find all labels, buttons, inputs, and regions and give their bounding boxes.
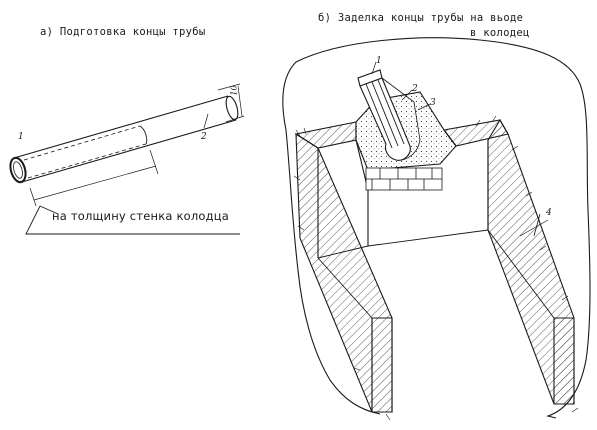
pipe-far-end — [225, 95, 239, 121]
dimension-lines — [29, 149, 159, 207]
panel-b-caption-line2: в колодец — [470, 27, 530, 39]
panel-a-drawing — [9, 83, 245, 235]
panel-b-drawing — [282, 37, 591, 421]
label-b-pipe: 1 — [376, 56, 382, 66]
label-b-concrete: 3 — [430, 98, 436, 108]
pipe-near-end — [9, 156, 27, 184]
pipe-entering — [359, 77, 411, 161]
label-a-pipe: 1 — [18, 132, 24, 142]
pipe-seal — [381, 77, 421, 161]
soil-outline — [282, 37, 591, 419]
label-a-coating: 2 — [201, 132, 207, 142]
brick-support — [365, 167, 443, 191]
coating-zone — [23, 125, 147, 179]
label-b-wall: 4 — [546, 208, 552, 218]
label-b-seal: 2 — [412, 84, 418, 94]
pipe-body — [13, 95, 237, 183]
note-leader — [25, 205, 240, 235]
well-floor — [317, 229, 555, 319]
soil-ticks — [293, 115, 579, 421]
label-a-dimension: 10 — [229, 85, 239, 96]
panel-b-caption-line1: б) Заделка концы трубы на вьоде — [318, 12, 524, 24]
wall-thickness-note: на толщину стенка колодца — [52, 209, 230, 223]
panel-a-caption: а) Подготовка концы трубы — [40, 26, 206, 38]
label-leaders — [371, 61, 549, 237]
